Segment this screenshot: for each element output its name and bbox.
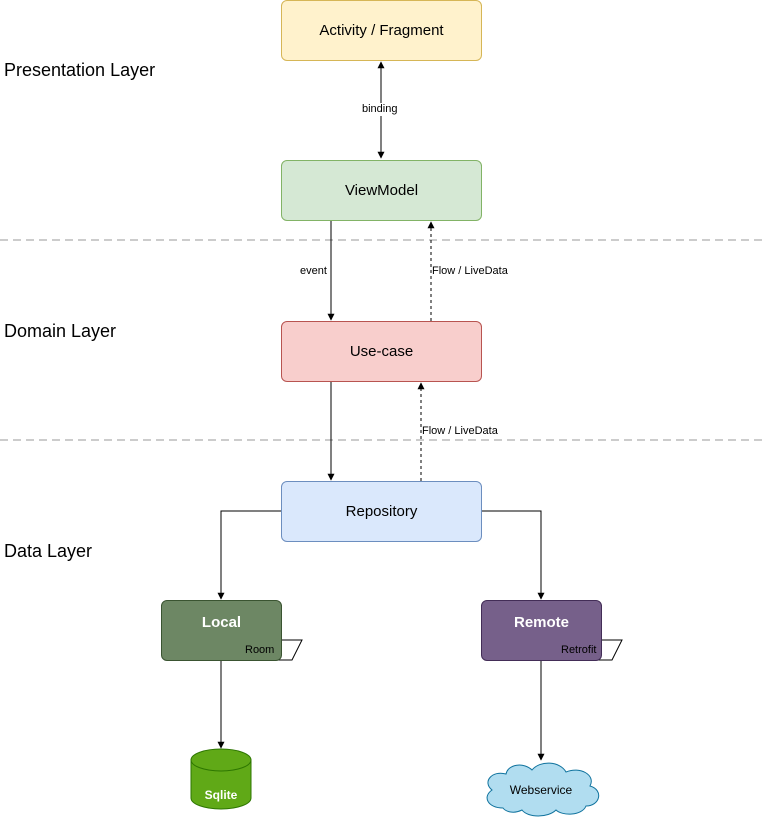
sqlite-database-icon (190, 748, 252, 810)
repository-node[interactable]: Repository (281, 481, 482, 542)
webservice-cloud-icon (486, 762, 600, 817)
data-layer-label: Data Layer (4, 541, 93, 561)
event-edge-label: event (300, 265, 327, 278)
remote-node[interactable]: Remote (481, 600, 602, 661)
viewmodel-node[interactable]: ViewModel (281, 160, 482, 221)
binding-edge-label: binding (362, 103, 398, 116)
flow-livedata-viewmodel-label: Flow / LiveData (432, 265, 508, 278)
webservice-label: Webservice (509, 783, 573, 797)
activity-fragment-node[interactable]: Activity / Fragment (281, 0, 482, 61)
usecase-node[interactable]: Use-case (281, 321, 482, 382)
edge-repository-remote (481, 510, 545, 600)
sqlite-label: Sqlite (204, 788, 238, 802)
retrofit-tag-label: Retrofit (561, 644, 597, 656)
room-tag-label: Room (245, 644, 275, 656)
edge-repository-local (217, 510, 281, 600)
presentation-layer-label: Presentation Layer (4, 60, 156, 80)
flow-livedata-usecase-label: Flow / LiveData (422, 425, 498, 438)
local-node[interactable]: Local (161, 600, 282, 661)
domain-layer-label: Domain Layer (4, 321, 117, 341)
